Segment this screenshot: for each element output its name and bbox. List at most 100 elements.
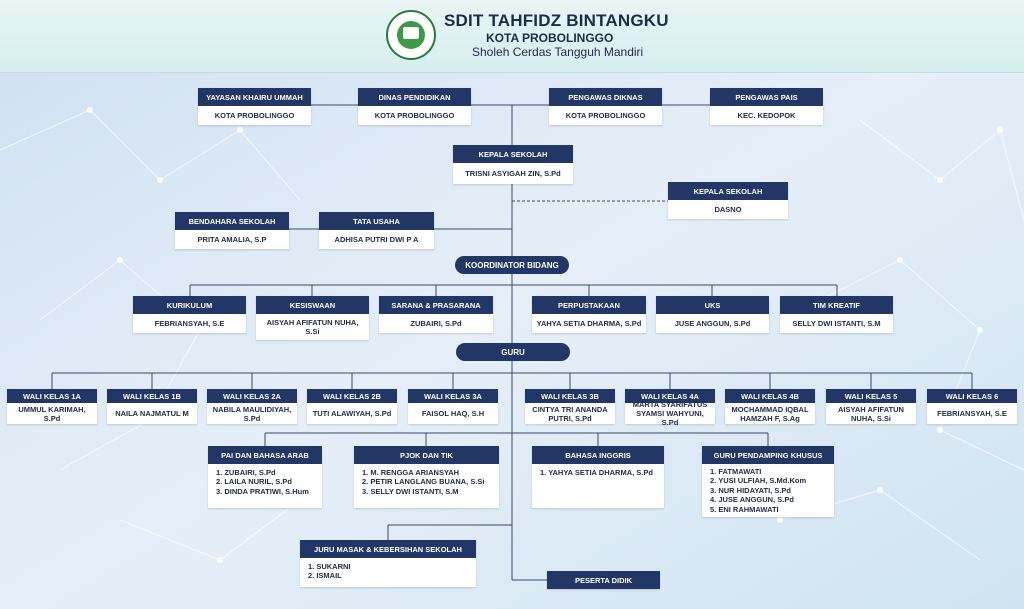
bidang-name: YAHYA SETIA DHARMA, S.Pd xyxy=(536,319,642,328)
group-list: 1. FATMAWATI 2. YUSI ULFIAH, S.Md.Kom 3.… xyxy=(702,464,834,518)
group-title: BAHASA INGGRIS xyxy=(532,446,664,464)
group-title: JURU MASAK & KEBERSIHAN SEKOLAH xyxy=(300,540,476,558)
wali-kelas-title: WALI KELAS 1A xyxy=(7,389,97,403)
wali-kelas-box: WALI KELAS 3B CINTYA TRI ANANDA PUTRI, S… xyxy=(525,389,615,424)
wali-kelas-box: WALI KELAS 2A NABILA MAULIDIYAH, S.Pd xyxy=(207,389,297,424)
wali-kelas-box: WALI KELAS 3A FAISOL HAQ, S.H xyxy=(408,389,498,424)
kepala-sekolah-title: KEPALA SEKOLAH xyxy=(453,145,573,163)
wali-kelas-title: WALI KELAS 3B xyxy=(525,389,615,403)
wali-kelas-title: WALI KELAS 4B xyxy=(725,389,815,403)
group-title: PAI DAN BAHASA ARAB xyxy=(208,446,322,464)
school-logo xyxy=(386,10,436,60)
bidang-title: PERPUSTAKAAN xyxy=(532,296,646,314)
kepala-sekolah-box: KEPALA SEKOLAH TRISNI ASYIGAH ZIN, S.Pd xyxy=(453,145,573,184)
wali-kelas-name: FEBRIANSYAH, S.E xyxy=(937,409,1007,418)
dinas-box: DINAS PENDIDIKAN KOTA PROBOLINGGO xyxy=(358,88,471,125)
bidang-title: SARANA & PRASARANA xyxy=(379,296,493,314)
group-item: 1. YAHYA SETIA DHARMA, S.Pd xyxy=(540,468,653,477)
group-item: 5. ENI RAHMAWATI xyxy=(710,504,779,514)
yayasan-box: YAYASAN KHAIRU UMMAH KOTA PROBOLINGGO xyxy=(198,88,311,125)
group-title: GURU PENDAMPING KHUSUS xyxy=(702,446,834,464)
group-item: 4. JUSE ANGGUN, S.Pd xyxy=(710,495,794,505)
wali-kelas-title: WALI KELAS 3A xyxy=(408,389,498,403)
pengawas-pais-name: KEC. KEDOPOK xyxy=(737,111,796,120)
kepala-sekolah-2-name: DASNO xyxy=(714,205,742,214)
wali-kelas-box: WALI KELAS 2B TUTI ALAWIYAH, S.Pd xyxy=(307,389,397,424)
bendahara-box: BENDAHARA SEKOLAH PRITA AMALIA, S.P xyxy=(175,212,289,249)
bidang-title: TIM KREATIF xyxy=(780,296,893,314)
wali-kelas-name: NABILA MAULIDIYAH, S.Pd xyxy=(212,404,292,423)
wali-kelas-title: WALI KELAS 2A xyxy=(207,389,297,403)
group-list: 1. M. RENGGA ARIANSYAH 2. PETIR LANGLANG… xyxy=(354,464,499,500)
group-list: 1. SUKARNI 2. ISMAIL xyxy=(300,558,476,585)
bidang-kesiswaan: KESISWAAN AISYAH AFIFATUN NUHA, S.Si xyxy=(256,296,369,340)
pengawas-diknas-box: PENGAWAS DIKNAS KOTA PROBOLINGGO xyxy=(549,88,662,125)
dinas-name: KOTA PROBOLINGGO xyxy=(374,111,455,120)
group-item: 2. PETIR LANGLANG BUANA, S.Si xyxy=(362,477,485,487)
group-item: 3. NUR HIDAYATI, S.Pd xyxy=(710,485,791,495)
bidang-title: UKS xyxy=(656,296,769,314)
yayasan-title: YAYASAN KHAIRU UMMAH xyxy=(198,88,311,106)
wali-kelas-name: AISYAH AFIFATUN NUHA, S.Si xyxy=(838,404,904,423)
group-item: 1. M. RENGGA ARIANSYAH xyxy=(362,468,460,477)
wali-kelas-box: WALI KELAS 5 AISYAH AFIFATUN NUHA, S.Si xyxy=(826,389,916,424)
school-motto: Sholeh Cerdas Tangguh Mandiri xyxy=(472,45,644,59)
kepala-sekolah-2-title: KEPALA SEKOLAH xyxy=(668,182,788,200)
wali-kelas-box: WALI KELAS 4A MARTA SYARIFATUS SYAMSI WA… xyxy=(625,389,715,427)
bidang-sarana: SARANA & PRASARANA ZUBAIRI, S.Pd xyxy=(379,296,493,333)
bidang-title: KESISWAAN xyxy=(256,296,369,314)
wali-kelas-title: WALI KELAS 5 xyxy=(826,389,916,403)
wali-kelas-name: TUTI ALAWIYAH, S.Pd xyxy=(312,409,392,418)
pengawas-pais-box: PENGAWAS PAIS KEC. KEDOPOK xyxy=(710,88,823,125)
koordinator-bidang-pill: KOORDINATOR BIDANG xyxy=(455,256,569,274)
group-item: 2. ISMAIL xyxy=(308,571,342,581)
bendahara-title: BENDAHARA SEKOLAH xyxy=(175,212,289,230)
bidang-kurikulum: KURIKULUM FEBRIANSYAH, S.E xyxy=(133,296,246,333)
wali-kelas-box: WALI KELAS 4B MOCHAMMAD IQBAL HAMZAH F, … xyxy=(725,389,815,424)
kepala-sekolah-2-box: KEPALA SEKOLAH DASNO xyxy=(668,182,788,219)
wali-kelas-title: WALI KELAS 2B xyxy=(307,389,397,403)
group-guru-pendamping-khusus: GURU PENDAMPING KHUSUS 1. FATMAWATI 2. Y… xyxy=(702,446,834,517)
header-banner: SDIT TAHFIDZ BINTANGKU KOTA PROBOLINGGO … xyxy=(0,0,1024,73)
school-name: SDIT TAHFIDZ BINTANGKU xyxy=(444,11,669,30)
wali-kelas-box: WALI KELAS 1A UMMUL KARIMAH, S.Pd xyxy=(7,389,97,424)
school-city: KOTA PROBOLINGGO xyxy=(486,31,614,45)
tata-usaha-box: TATA USAHA ADHISA PUTRI DWI P A xyxy=(319,212,434,249)
bidang-name: ZUBAIRI, S.Pd xyxy=(410,319,462,328)
kepala-sekolah-name: TRISNI ASYIGAH ZIN, S.Pd xyxy=(465,169,561,178)
group-item: 3. DINDA PRATIWI, S.Hum xyxy=(216,486,309,496)
group-pai-bahasa-arab: PAI DAN BAHASA ARAB 1. ZUBAIRI, S.Pd 2. … xyxy=(208,446,322,508)
group-pjok-tik: PJOK DAN TIK 1. M. RENGGA ARIANSYAH 2. P… xyxy=(354,446,499,508)
peserta-didik-title: PESERTA DIDIK xyxy=(547,571,660,589)
peserta-didik-box: PESERTA DIDIK xyxy=(547,571,660,589)
bidang-perpustakaan: PERPUSTAKAAN YAHYA SETIA DHARMA, S.Pd xyxy=(532,296,646,333)
bidang-name: JUSE ANGGUN, S.Pd xyxy=(674,319,751,328)
group-item: 1. FATMAWATI xyxy=(710,467,762,476)
group-item: 2. LAILA NURIL, S.Pd xyxy=(216,477,292,487)
group-list: 1. ZUBAIRI, S.Pd 2. LAILA NURIL, S.Pd 3.… xyxy=(208,464,322,500)
tata-usaha-title: TATA USAHA xyxy=(319,212,434,230)
wali-kelas-box: WALI KELAS 1B NAILA NAJMATUL M xyxy=(107,389,197,424)
bidang-tim-kreatif: TIM KREATIF SELLY DWI ISTANTI, S.M xyxy=(780,296,893,333)
bidang-title: KURIKULUM xyxy=(133,296,246,314)
wali-kelas-name: MARTA SYARIFATUS SYAMSI WAHYUNI, S.Pd xyxy=(632,400,708,427)
pengawas-diknas-name: KOTA PROBOLINGGO xyxy=(565,111,646,120)
wali-kelas-name: FAISOL HAQ, S.H xyxy=(421,409,485,418)
bidang-name: FEBRIANSYAH, S.E xyxy=(154,319,225,328)
bendahara-name: PRITA AMALIA, S.P xyxy=(197,235,267,244)
bidang-name: AISYAH AFIFATUN NUHA, S.Si xyxy=(266,318,359,336)
yayasan-name: KOTA PROBOLINGGO xyxy=(214,111,295,120)
group-item: 1. ZUBAIRI, S.Pd xyxy=(216,468,276,477)
pengawas-diknas-title: PENGAWAS DIKNAS xyxy=(549,88,662,106)
wali-kelas-title: WALI KELAS 1B xyxy=(107,389,197,403)
wali-kelas-title: WALI KELAS 4A xyxy=(625,389,715,403)
wali-kelas-name: NAILA NAJMATUL M xyxy=(115,409,189,418)
dinas-title: DINAS PENDIDIKAN xyxy=(358,88,471,106)
group-item: 2. YUSI ULFIAH, S.Md.Kom xyxy=(710,476,807,486)
group-juru-masak: JURU MASAK & KEBERSIHAN SEKOLAH 1. SUKAR… xyxy=(300,540,476,587)
pengawas-pais-title: PENGAWAS PAIS xyxy=(710,88,823,106)
wali-kelas-name: MOCHAMMAD IQBAL HAMZAH F, S.Ag xyxy=(731,404,809,423)
group-title: PJOK DAN TIK xyxy=(354,446,499,464)
guru-pill: GURU xyxy=(456,343,570,361)
group-list: 1. YAHYA SETIA DHARMA, S.Pd xyxy=(532,464,664,481)
